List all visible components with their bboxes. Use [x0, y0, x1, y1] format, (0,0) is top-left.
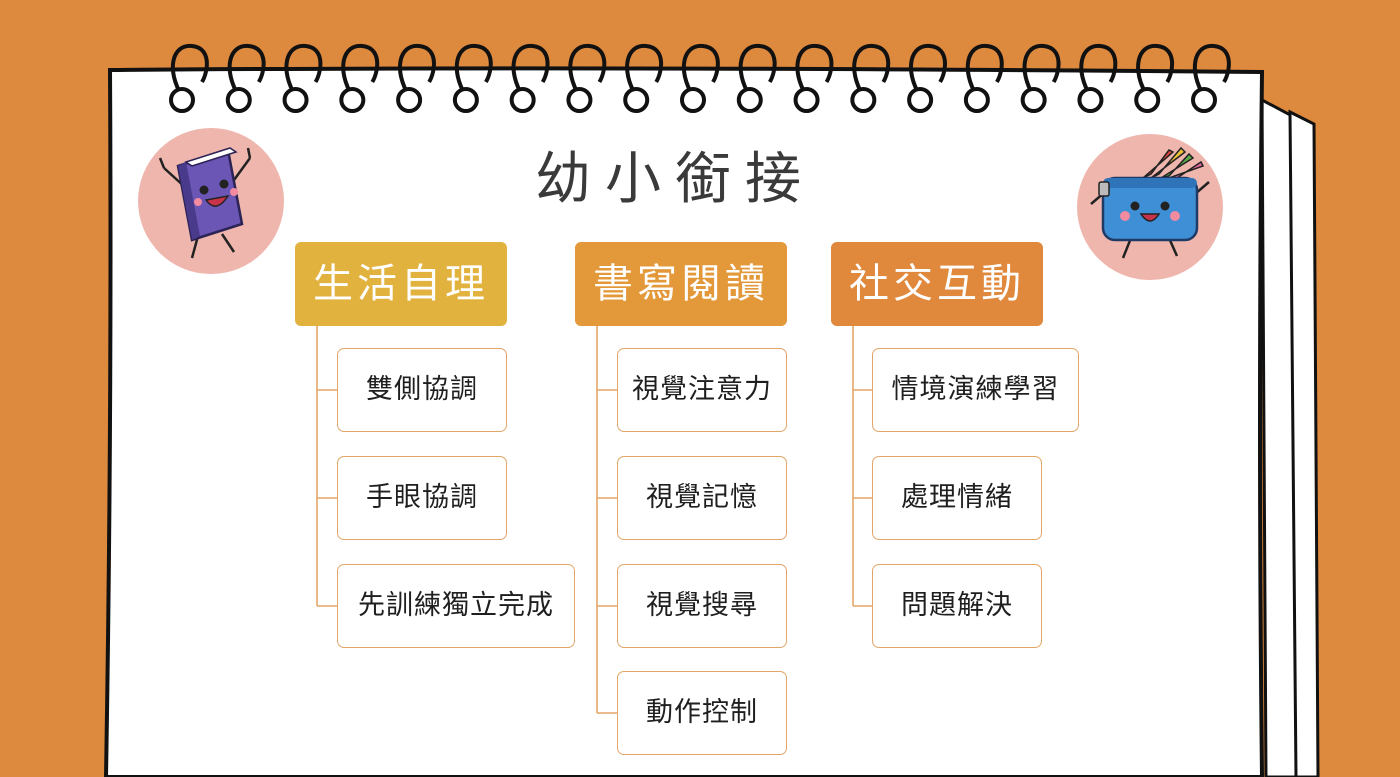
- column-header-life-skills: 生活自理: [295, 242, 507, 326]
- item-visual-memory: 視覺記憶: [617, 456, 787, 540]
- item-independent-completion: 先訓練獨立完成: [337, 564, 575, 648]
- item-visual-attention: 視覺注意力: [617, 348, 787, 432]
- item-handling-emotions: 處理情緒: [872, 456, 1042, 540]
- column-header-social-interaction: 社交互動: [831, 242, 1043, 326]
- item-hand-eye-coordination: 手眼協調: [337, 456, 507, 540]
- item-visual-search: 視覺搜尋: [617, 564, 787, 648]
- book-character-icon: [138, 128, 284, 274]
- diagram-title: 幼小銜接: [535, 147, 815, 212]
- item-scenario-practice: 情境演練學習: [872, 348, 1079, 432]
- item-problem-solving: 問題解決: [872, 564, 1042, 648]
- item-motor-control: 動作控制: [617, 671, 787, 755]
- item-bilateral-coordination: 雙側協調: [337, 348, 507, 432]
- pencil-case-character-icon: [1077, 134, 1223, 280]
- spiral-binding-icon: [169, 43, 1231, 113]
- column-header-writing-reading: 書寫閱讀: [575, 242, 787, 326]
